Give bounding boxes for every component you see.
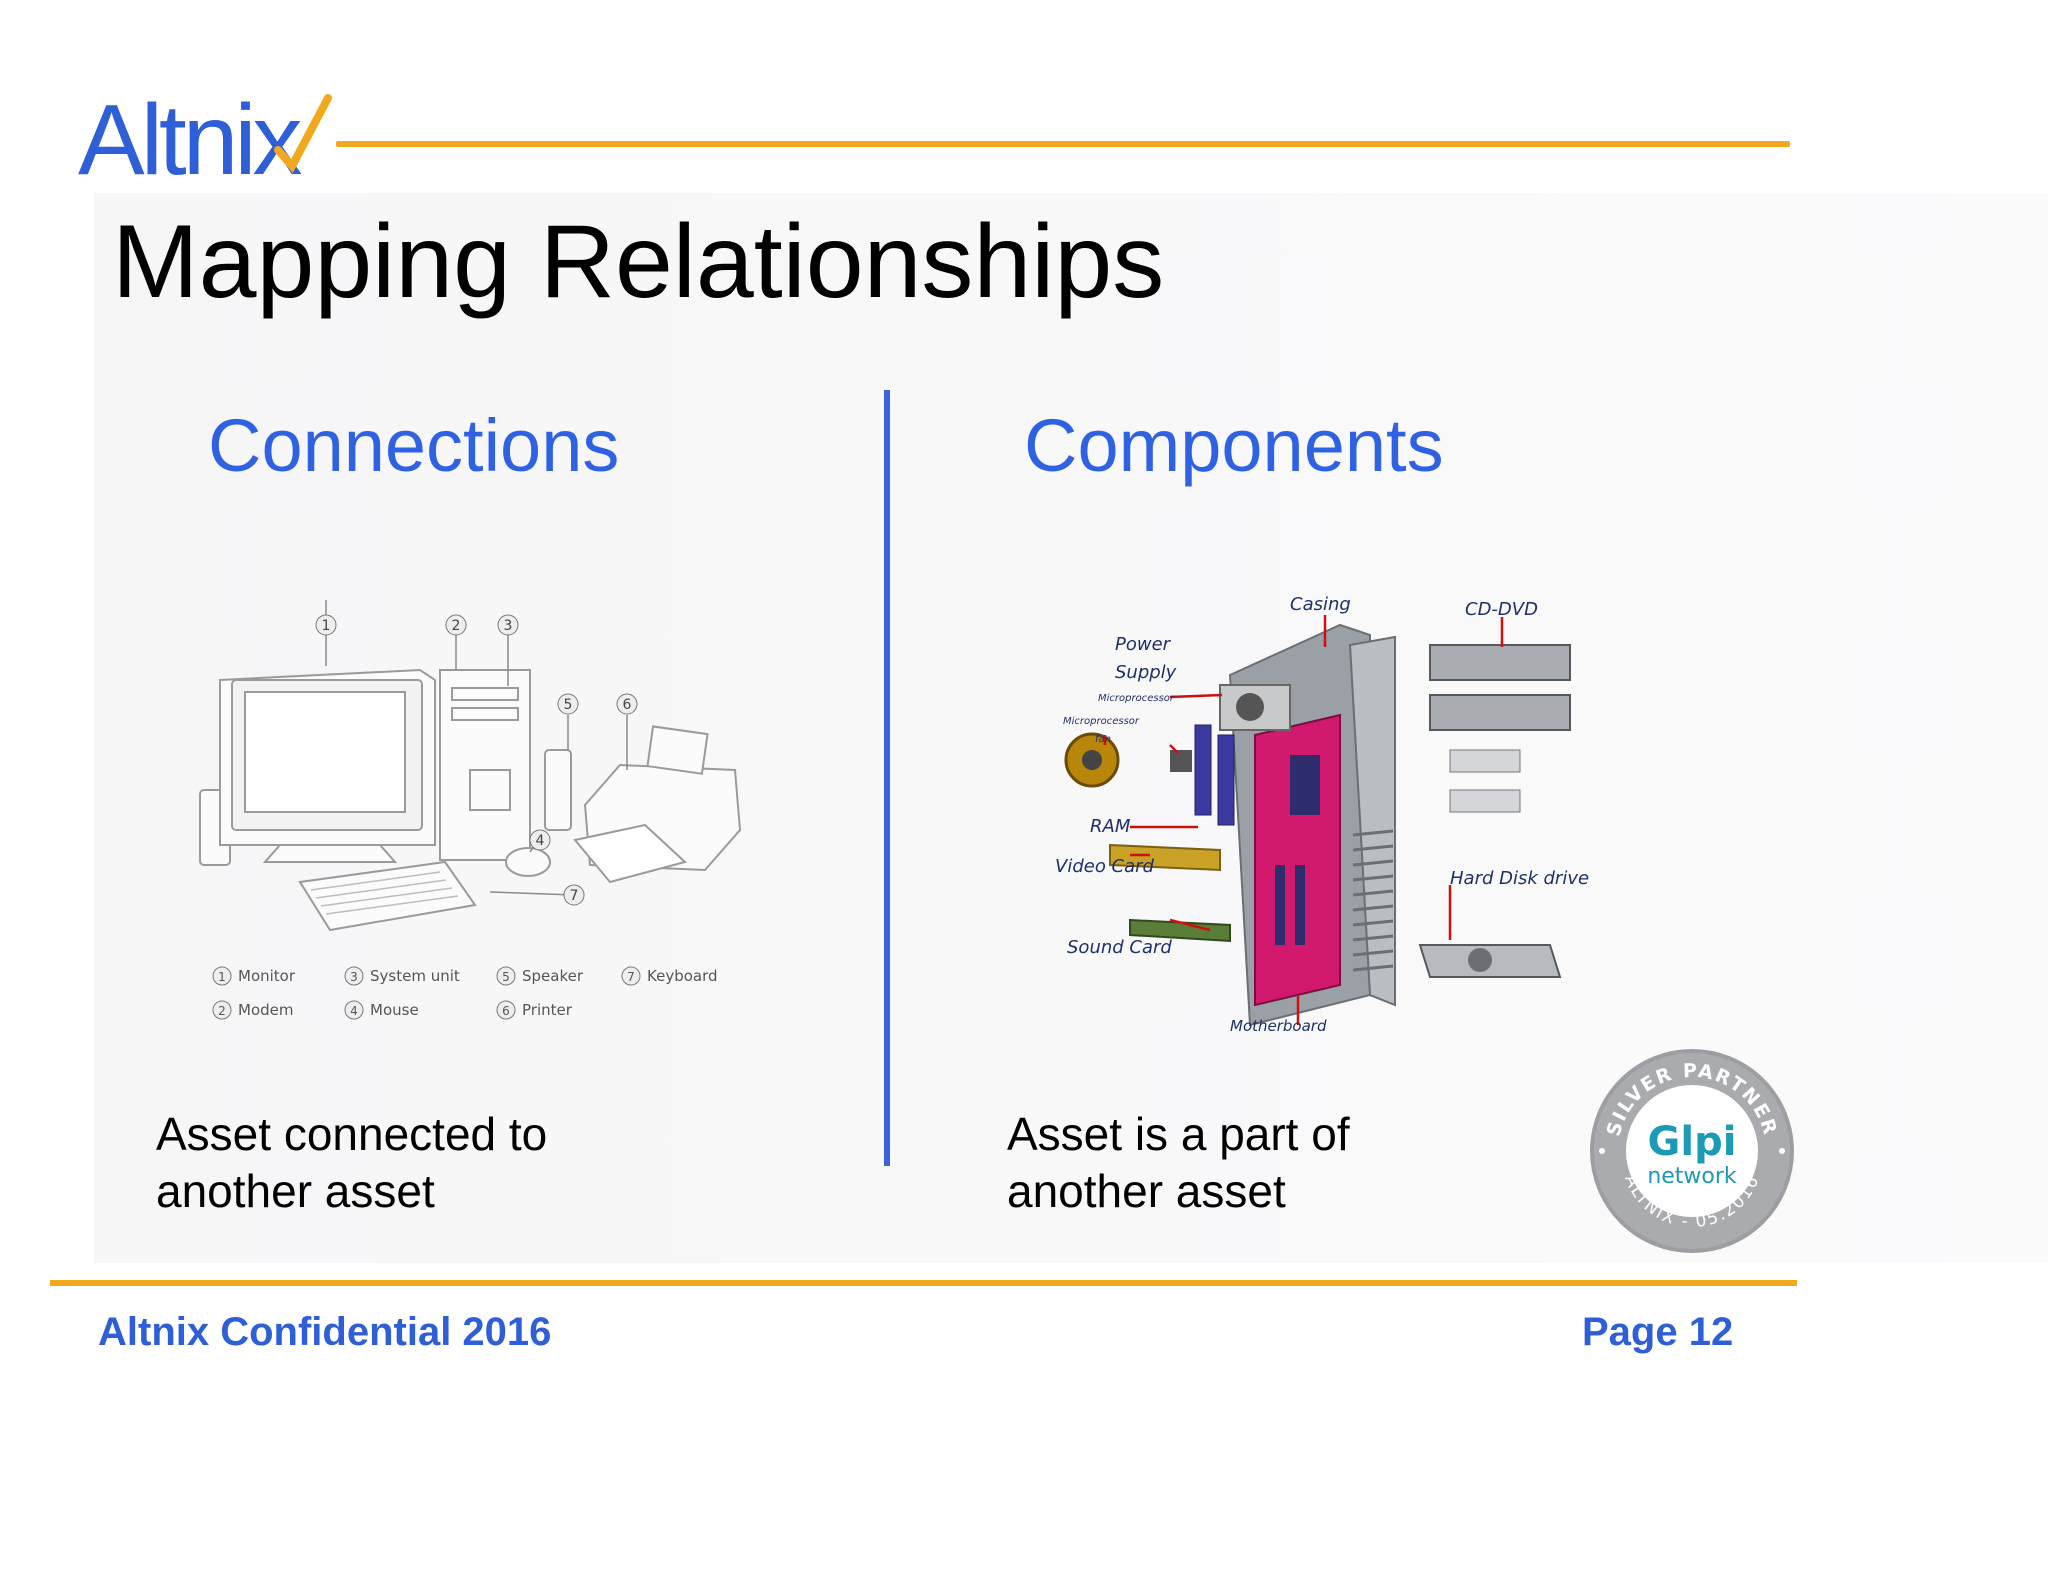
components-heading: Components	[1024, 404, 1444, 487]
svg-text:1: 1	[218, 970, 226, 984]
svg-text:Printer: Printer	[522, 1001, 573, 1019]
ram-shape	[1194, 724, 1212, 816]
column-divider	[884, 390, 890, 1166]
right-speaker-shape	[544, 749, 572, 831]
svg-text:Monitor: Monitor	[238, 967, 296, 985]
legend-item: 2 Modem	[212, 1000, 293, 1020]
svg-text:3: 3	[350, 970, 358, 984]
legend-item: 4 Mouse	[344, 1000, 419, 1020]
video-card-shape	[1109, 843, 1221, 872]
keyboard-shape	[298, 860, 477, 932]
svg-text:CD-DVD: CD-DVD	[1465, 599, 1538, 620]
legend-item: 3 System unit	[344, 966, 460, 986]
svg-text:fan: fan	[1095, 734, 1111, 745]
svg-text:Mouse: Mouse	[370, 1001, 419, 1019]
caption-line: another asset	[156, 1165, 435, 1217]
footer-confidential: Altnix Confidential 2016	[98, 1310, 552, 1354]
svg-text:Motherboard: Motherboard	[1230, 1017, 1327, 1035]
svg-text:Microprocessor: Microprocessor	[1098, 693, 1175, 704]
page-title: Mapping Relationships	[112, 204, 1165, 320]
components-diagram: Casing CD-DVD Power Supply Microprocesso…	[1050, 585, 1610, 1055]
badge-sub: network	[1647, 1164, 1737, 1189]
exploded-pc-illustration: Casing CD-DVD Power Supply Microprocesso…	[1055, 594, 1589, 1035]
badge-brand: Glpi	[1648, 1119, 1737, 1165]
badge-seal: SILVER PARTNER ALTNIX - 05.2016 Glpi net…	[1590, 1049, 1794, 1253]
top-rule	[336, 141, 1790, 147]
monitor-stand	[262, 844, 398, 863]
logo-wordmark: Altnix	[78, 88, 302, 184]
svg-text:6: 6	[502, 1004, 510, 1018]
svg-text:Supply: Supply	[1115, 662, 1177, 683]
svg-text:Microprocessor: Microprocessor	[1063, 716, 1140, 727]
svg-text:Keyboard: Keyboard	[647, 967, 718, 985]
glpi-silver-partner-badge: SILVER PARTNER ALTNIX - 05.2016 Glpi net…	[1588, 1047, 1796, 1255]
svg-text:RAM: RAM	[1090, 816, 1131, 837]
svg-text:4: 4	[350, 1004, 358, 1018]
svg-text:Power: Power	[1115, 634, 1172, 655]
svg-text:Casing: Casing	[1290, 594, 1351, 615]
svg-text:Hard Disk drive: Hard Disk drive	[1450, 868, 1589, 889]
connections-heading: Connections	[208, 404, 620, 487]
connections-diagram: 1 2 3 5 6 4 7 1 Monitor 2 Modem 3 Syste	[190, 600, 760, 1040]
svg-text:System unit: System unit	[370, 967, 460, 985]
caption-line: another asset	[1007, 1165, 1286, 1217]
legend-item: 1 Monitor	[212, 966, 296, 986]
svg-text:Video Card: Video Card	[1055, 856, 1155, 877]
altnix-logo: Altnix	[78, 84, 338, 196]
svg-text:2: 2	[452, 618, 461, 634]
svg-text:7: 7	[627, 970, 635, 984]
legend-item: 6 Printer	[496, 1000, 573, 1020]
cd-dvd-shape	[1429, 644, 1571, 681]
svg-text:7: 7	[570, 888, 579, 904]
svg-text:6: 6	[623, 697, 632, 713]
components-caption: Asset is a part of another asset	[1007, 1106, 1350, 1220]
system-unit-shape	[439, 669, 531, 861]
caption-line: Asset is a part of	[1007, 1108, 1350, 1160]
logo-check-icon	[274, 94, 332, 174]
svg-text:Speaker: Speaker	[522, 967, 584, 985]
svg-text:Modem: Modem	[238, 1001, 293, 1019]
footer-page-number: Page 12	[1582, 1310, 1734, 1354]
computer-setup-illustration: 1 2 3 5 6 4 7 1 Monitor 2 Modem 3 Syste	[199, 600, 742, 1020]
legend-item: 5 Speaker	[496, 966, 584, 986]
svg-text:4: 4	[536, 833, 545, 849]
sound-card-shape	[1129, 918, 1231, 943]
svg-text:3: 3	[504, 618, 513, 634]
legend-item: 7 Keyboard	[621, 966, 718, 986]
bottom-rule	[50, 1280, 1797, 1286]
mouse-shape	[505, 847, 551, 877]
svg-text:1: 1	[322, 618, 331, 634]
connections-caption: Asset connected to another asset	[156, 1106, 547, 1220]
svg-text:2: 2	[218, 1004, 226, 1018]
svg-text:5: 5	[564, 697, 573, 713]
svg-text:5: 5	[502, 970, 510, 984]
caption-line: Asset connected to	[156, 1108, 548, 1160]
altnix-logo-mark: Altnix	[78, 84, 332, 196]
microprocessor-shape	[1170, 750, 1192, 772]
svg-text:Sound Card: Sound Card	[1067, 937, 1172, 958]
